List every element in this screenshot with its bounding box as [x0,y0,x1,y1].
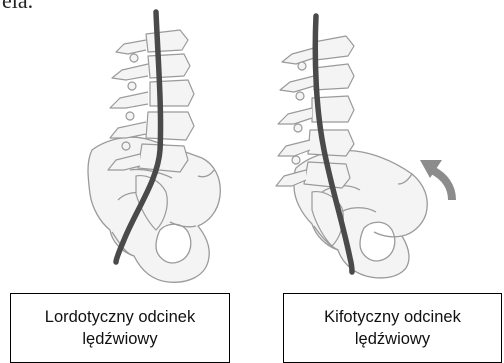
kyphotic-caption-box: Kifotyczny odcinek lędźwiowy [283,293,502,363]
caption-label: Kifotyczny odcinek lędźwiowy [324,306,461,350]
lordotic-spine-figure [0,0,252,285]
caption-line-1: Lordotyczny odcinek [45,306,195,328]
caption-label: Lordotyczny odcinek lędźwiowy [45,306,195,350]
kyphotic-spine-figure [252,0,504,285]
caption-line-2: lędźwiowy [324,328,461,350]
caption-line-2: lędźwiowy [45,328,195,350]
caption-line-1: Kifotyczny odcinek [324,306,461,328]
lordotic-caption-box: Lordotyczny odcinek lędźwiowy [10,293,230,363]
